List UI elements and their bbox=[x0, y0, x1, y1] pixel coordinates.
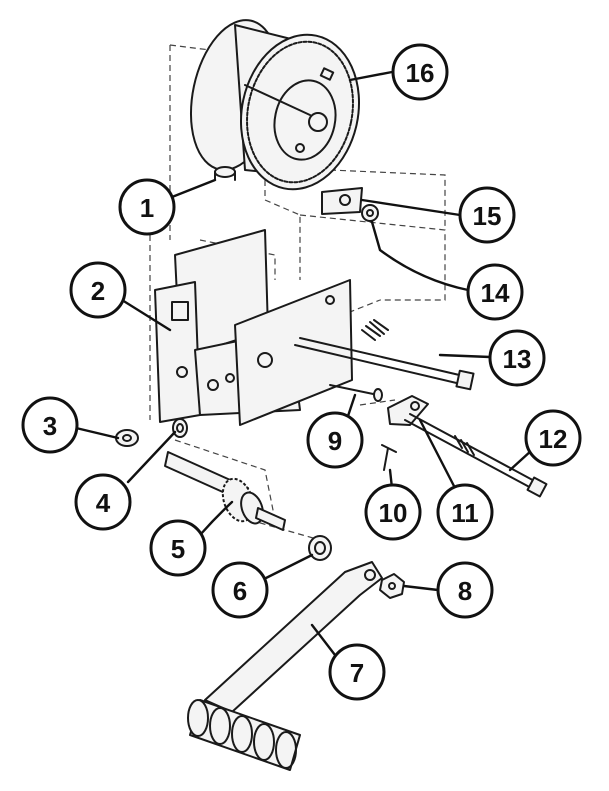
frame-part bbox=[154, 229, 353, 426]
pawl-shaft-part bbox=[329, 384, 383, 402]
callout-14-label: 14 bbox=[481, 278, 510, 308]
callout-15: 15 bbox=[458, 186, 516, 244]
callout-14: 14 bbox=[466, 263, 524, 321]
callout-16-label: 16 bbox=[406, 58, 435, 88]
callout-8: 8 bbox=[436, 561, 494, 619]
bushing-part bbox=[172, 418, 188, 438]
callout-4: 4 bbox=[74, 473, 132, 531]
drum-spool-part bbox=[189, 19, 361, 191]
leader-lines bbox=[74, 70, 534, 657]
callout-15-label: 15 bbox=[473, 201, 502, 231]
callout-16: 16 bbox=[391, 43, 449, 101]
callout-13-label: 13 bbox=[503, 344, 532, 374]
plate-nut-part bbox=[361, 204, 379, 222]
pawl-part bbox=[387, 395, 429, 426]
callout-11: 11 bbox=[436, 483, 494, 541]
ratchet-plate-part bbox=[321, 187, 363, 215]
upper-bolt-part bbox=[294, 319, 475, 391]
pinion-part bbox=[308, 535, 332, 561]
callout-6: 6 bbox=[211, 561, 269, 619]
washer-part bbox=[115, 429, 139, 447]
callout-10: 10 bbox=[364, 483, 422, 541]
callout-1: 1 bbox=[118, 178, 176, 236]
crank-handle-part bbox=[187, 561, 383, 771]
callout-10-label: 10 bbox=[379, 498, 408, 528]
callout-3: 3 bbox=[21, 396, 79, 454]
drum-shaft-pin-part bbox=[214, 166, 236, 181]
callout-5: 5 bbox=[149, 519, 207, 577]
callout-3-label: 3 bbox=[43, 411, 57, 441]
handle-nut-part bbox=[379, 573, 405, 599]
callout-7-label: 7 bbox=[350, 658, 364, 688]
callout-5-label: 5 bbox=[171, 534, 185, 564]
callout-1-label: 1 bbox=[140, 193, 154, 223]
callout-6-label: 6 bbox=[233, 576, 247, 606]
callout-9: 9 bbox=[306, 411, 364, 469]
callout-12-label: 12 bbox=[539, 424, 568, 454]
callout-8-label: 8 bbox=[458, 576, 472, 606]
callout-9-label: 9 bbox=[328, 426, 342, 456]
callout-11-label: 11 bbox=[451, 498, 479, 528]
callout-4-label: 4 bbox=[96, 488, 111, 518]
callout-12: 12 bbox=[524, 409, 582, 467]
callout-7: 7 bbox=[328, 643, 386, 701]
cotter-pin-part bbox=[381, 444, 397, 471]
callout-2-label: 2 bbox=[91, 276, 105, 306]
callout-13: 13 bbox=[488, 329, 546, 387]
callout-2: 2 bbox=[69, 261, 127, 319]
gear-shaft-part bbox=[164, 451, 286, 531]
